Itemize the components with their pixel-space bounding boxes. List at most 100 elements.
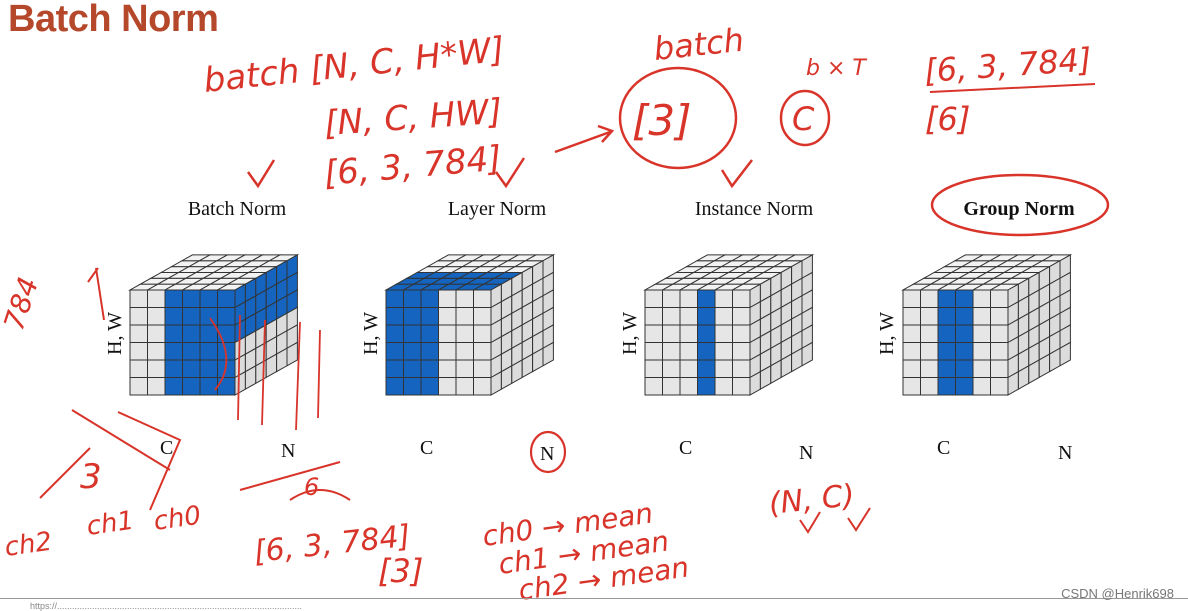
annot-ln-stat: [6] [925,100,970,138]
cube-cell [644,377,663,396]
cube-cell [679,307,698,326]
cube-cell [662,289,681,308]
cube-cell [902,324,921,343]
cube-cell [420,289,439,308]
cube-cell [990,377,1009,396]
cube-cell [972,289,991,308]
cube-cell [732,307,751,326]
cube-cell [662,342,681,361]
axis-label-hw: H, W [360,312,382,355]
cube-cell [714,324,733,343]
cube-cell [972,342,991,361]
cube-cell [403,342,422,361]
cube-cell [972,377,991,396]
cube-cell [955,359,974,378]
cube-cell [972,359,991,378]
cube-cell [420,359,439,378]
cube-cell [286,341,298,367]
cube-cell [955,289,974,308]
cube-cell [937,307,956,326]
cube-cell [990,307,1009,326]
cube-cell [955,307,974,326]
annot-b-times-t: b × T [806,56,867,81]
cube-cell [714,307,733,326]
cube-cell [403,307,422,326]
cube-cell [801,341,813,367]
cube-cell [473,377,492,396]
cube-cell [937,324,956,343]
cube-cell [644,307,663,326]
annot-three: 3 [80,457,102,497]
cube-cell [920,307,939,326]
annot-underline [929,83,1096,93]
annot-circle-stat [618,66,738,170]
cube-cell [972,307,991,326]
cube-cell [199,307,218,326]
cube-cell [955,377,974,396]
cube-cell [199,324,218,343]
cube-cell [902,342,921,361]
cube-cell [473,324,492,343]
cube-cell [420,307,439,326]
axis-label-c: C [160,437,173,459]
annot-ch2: ch2 [3,527,54,563]
cube-cell [732,359,751,378]
cube-cell [644,359,663,378]
cube-cell [714,359,733,378]
cube-cell [714,342,733,361]
cube-cell [129,342,148,361]
cube-cell [147,324,166,343]
cube-cell [920,289,939,308]
cube-cell [147,289,166,308]
cube-cell [455,377,474,396]
annot-check [720,159,753,189]
cube-cell [455,342,474,361]
cube-cell [182,307,201,326]
cube-cell [147,359,166,378]
cube-cell [662,324,681,343]
annot-ch1: ch1 [85,506,136,542]
annot-bottom-stat: [3] [378,552,423,590]
annot-ch0: ch0 [152,501,203,537]
cube-cell [199,342,218,361]
cube-cell [455,324,474,343]
cube-cell [920,359,939,378]
cube-cell [697,377,716,396]
annot-strokes [39,409,182,511]
cube-cell [164,324,183,343]
cube-cell [697,342,716,361]
cube-cell [129,307,148,326]
cube-cell [937,377,956,396]
cube-cell [403,324,422,343]
cube-cell [990,324,1009,343]
cube-cell [385,377,404,396]
cube-cell [182,342,201,361]
annot-shape-nums: [6, 3, 784] [322,139,503,194]
cube-cell [164,342,183,361]
cube-cell [217,289,236,308]
annot-ln-shape: [6, 3, 784] [923,40,1093,90]
cube-cell [164,307,183,326]
cube-cell [129,377,148,396]
cube-cell [455,289,474,308]
annot-circle-n [529,430,567,474]
cube-cell [438,289,457,308]
cube-cell [473,359,492,378]
axis-label-c: C [937,437,950,459]
cube-cell [420,377,439,396]
footer-rule [0,598,1188,599]
axis-label-n: N [1058,442,1072,464]
annot-six: 6 [304,473,319,501]
annot-hatch [209,314,321,431]
cube-cell [473,289,492,308]
cube-cell [644,289,663,308]
cube-cell [403,359,422,378]
cube-cell [182,324,201,343]
panel-title-group-norm: Group Norm [963,198,1075,220]
cube-cell [385,289,404,308]
cube-cell [438,377,457,396]
cube-cell [902,289,921,308]
cube-cell [679,377,698,396]
cube-cell [679,342,698,361]
cube-cell [732,324,751,343]
